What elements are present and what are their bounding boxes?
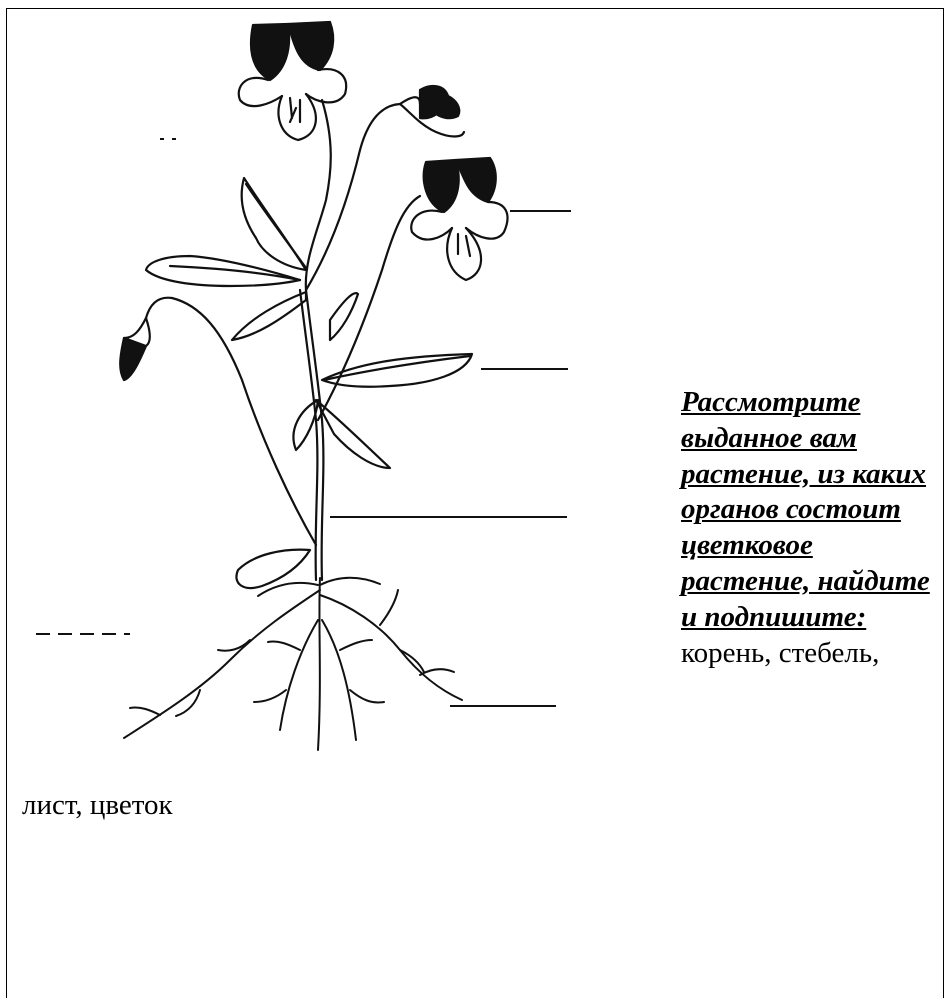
flower-side-small xyxy=(400,86,464,136)
leaf-stipule-upper xyxy=(330,293,358,340)
flower-bud xyxy=(120,318,150,380)
answer-words-line1: корень, стебель, xyxy=(681,636,941,672)
task-heading: Рассмотрите выданное вам растение, из ка… xyxy=(681,385,941,636)
plant-roots xyxy=(124,578,462,750)
answer-words-line2: лист, цветок xyxy=(22,787,173,823)
leaf-lower-right xyxy=(316,400,390,468)
flower-top xyxy=(239,22,346,140)
flower-right xyxy=(411,158,507,280)
label-lines xyxy=(36,139,571,706)
task-text: Рассмотрите выданное вам растение, из ка… xyxy=(681,385,941,671)
leaf-lower-left xyxy=(232,292,306,340)
plant-stem xyxy=(306,100,331,580)
